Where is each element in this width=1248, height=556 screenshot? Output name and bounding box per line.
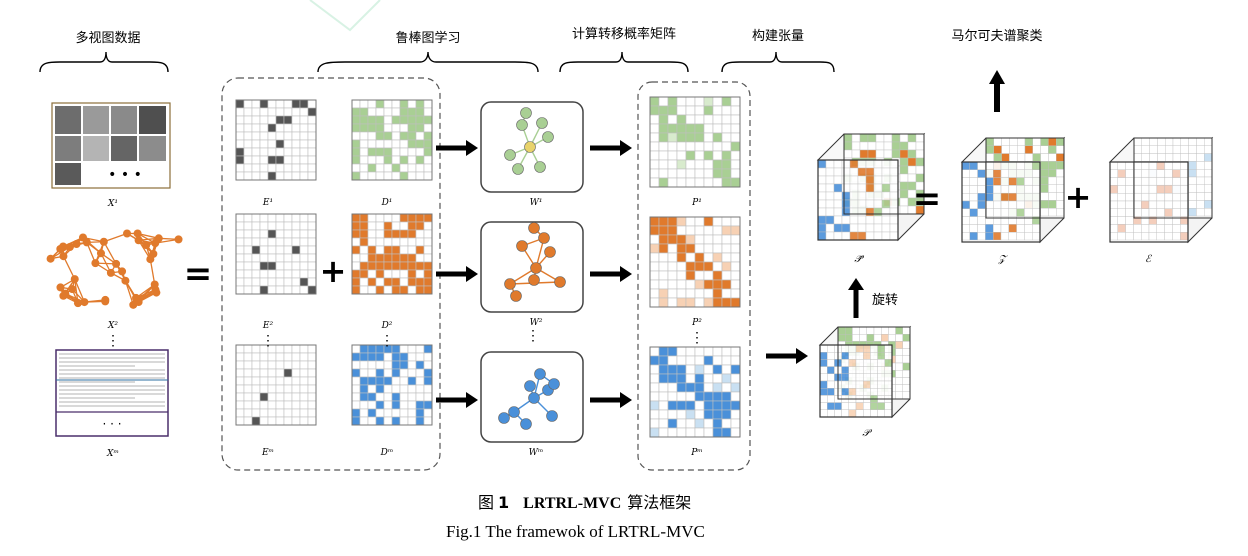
- face-images: • • •: [51, 102, 171, 189]
- header-tensor: 构建张量: [752, 29, 804, 44]
- tensors: [816, 132, 1214, 419]
- vdots-left: ⋮: [106, 333, 120, 349]
- svg-text:· · ·: · · ·: [102, 417, 121, 431]
- decorative-mark: [309, 0, 381, 32]
- tensor-p: [818, 325, 912, 419]
- label-w1: W¹: [530, 198, 543, 208]
- brace-tensor: [721, 51, 835, 73]
- brace-multiview: [39, 51, 169, 73]
- w-graph-2: [504, 222, 566, 302]
- data-matrix-3: [351, 344, 433, 426]
- transition-matrix-box: [637, 81, 751, 471]
- error-matrix-2: [235, 213, 317, 295]
- transition-matrix-3: [649, 346, 741, 438]
- label-wm: Wᵐ: [529, 448, 544, 458]
- orange-network-graph: [46, 229, 183, 309]
- tensor-z: [960, 136, 1066, 244]
- w-graphs: [480, 101, 584, 443]
- header-multiview: 多视图数据: [75, 30, 140, 46]
- label-z: 𝒵: [997, 254, 1008, 265]
- label-e1: E¹: [262, 198, 273, 208]
- transition-matrix-1: [649, 96, 741, 188]
- transition-matrix-2: [649, 216, 741, 308]
- vdots-p: ⋮: [690, 330, 704, 346]
- label-d1: D¹: [381, 198, 393, 208]
- data-matrix-1: [351, 99, 433, 181]
- equals-sign-2: =: [913, 179, 942, 219]
- w-graph-m: [498, 368, 560, 430]
- rotate-label: 旋转: [872, 293, 898, 308]
- label-p-tensor: 𝒫: [862, 428, 872, 439]
- label-p1: P¹: [691, 198, 702, 208]
- label-dm: Dᵐ: [380, 448, 394, 458]
- tensor-p-tilde: [816, 132, 926, 242]
- arrow-to-markov: [989, 70, 1005, 112]
- error-matrix-1: [235, 99, 317, 181]
- arrows-w-to-p: [590, 140, 632, 408]
- label-e-tensor: ℰ: [1145, 254, 1152, 265]
- data-matrix-2: [351, 213, 433, 295]
- matrices: [235, 99, 433, 426]
- label-d2: D²: [381, 321, 393, 331]
- w-graph-1: [504, 107, 554, 175]
- arrow-to-tensor: [766, 348, 808, 364]
- p-matrices: [649, 96, 741, 438]
- header-robust-graph: 鲁棒图学习: [395, 30, 460, 46]
- brace-robust: [317, 51, 539, 73]
- label-em: Eᵐ: [261, 448, 274, 458]
- label-x2: X²: [107, 321, 118, 331]
- header-markov: 马尔可夫谱聚类: [951, 29, 1042, 44]
- equals-sign-1: =: [184, 254, 213, 294]
- brace-transition: [559, 51, 689, 73]
- label-pm: Pᵐ: [690, 448, 703, 458]
- label-w2: W²: [530, 318, 543, 328]
- vdots-d: ⋮: [380, 333, 394, 349]
- label-x1: X¹: [107, 199, 118, 209]
- svg-text:• • •: • • •: [108, 167, 142, 183]
- label-e2: E²: [262, 321, 274, 331]
- header-transition: 计算转移概率矩阵: [572, 26, 676, 42]
- text-document-image: · · ·: [55, 349, 169, 437]
- vdots-w: ⋮: [526, 328, 540, 344]
- caption-en: Fig.1 The framewok of LRTRL-MVC: [446, 522, 705, 541]
- plus-sign-1: +: [320, 252, 347, 290]
- arrows-d-to-w: [436, 140, 478, 408]
- plus-sign-2: +: [1065, 178, 1092, 216]
- vdots-e: ⋮: [261, 333, 275, 349]
- label-p-tilde: 𝒫̃: [854, 254, 864, 265]
- label-p2: P²: [691, 318, 702, 328]
- label-xm: Xᵐ: [106, 449, 119, 459]
- arrow-rotate: [848, 278, 864, 318]
- tensor-e: [1108, 136, 1214, 244]
- error-matrix-3: [235, 344, 317, 426]
